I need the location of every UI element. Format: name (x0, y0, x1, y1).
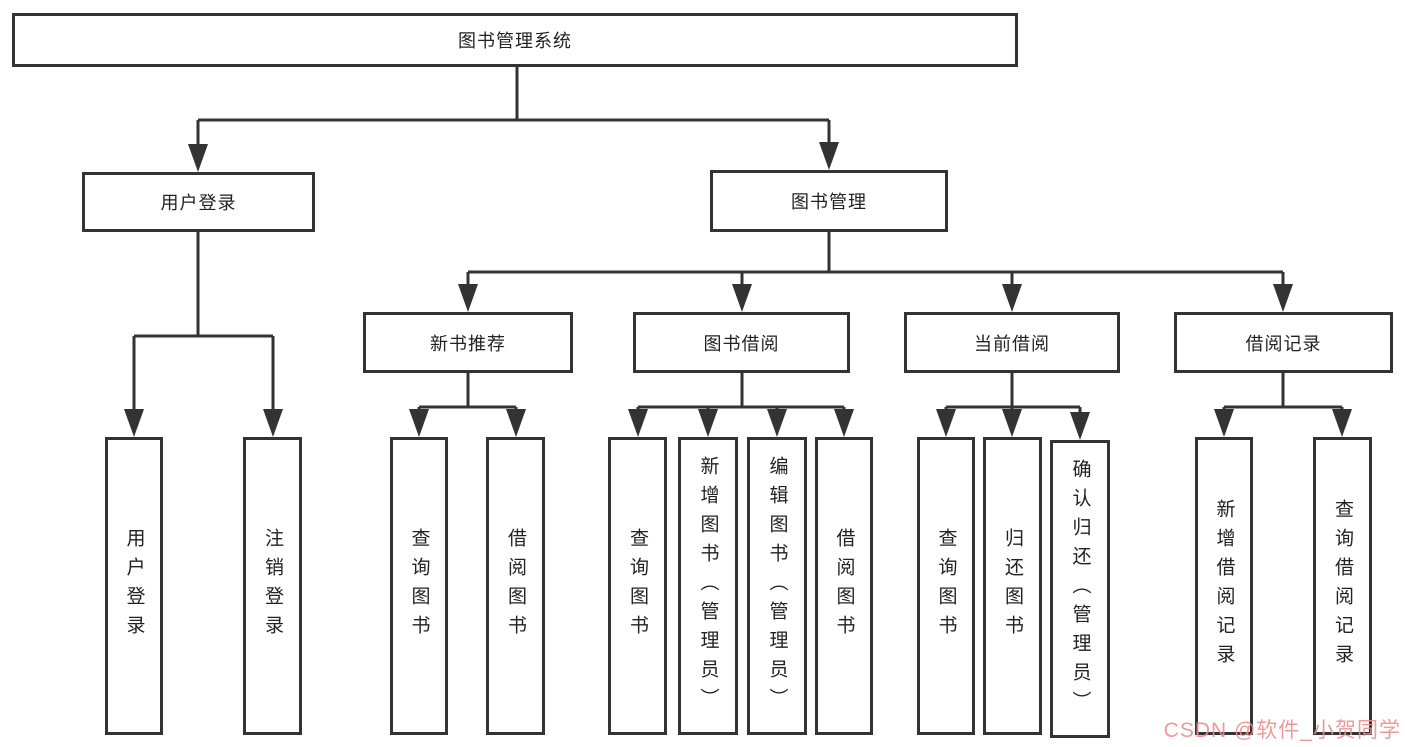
leaf-box-query-books-recommend: 查询图书 (390, 437, 448, 735)
leaf-label: 归还图书 (1002, 528, 1023, 644)
node-box-new-book-recommend: 新书推荐 (363, 312, 573, 373)
edge-root-split (196, 67, 831, 158)
leaf-label: 新增借阅记录 (1213, 499, 1235, 673)
node-label: 新书推荐 (430, 333, 506, 354)
csdn-watermark: CSDN @软件_小贺同学 (1163, 719, 1401, 742)
leaf-box-borrow-books-recommend: 借阅图书 (486, 437, 545, 735)
edge-newbook-split (417, 373, 518, 423)
leaf-box-confirm-return-admin: 确认归还（管理员） (1050, 440, 1110, 738)
edge-borrow-split (636, 373, 846, 423)
leaf-label: 编辑图书（管理员） (766, 455, 788, 717)
leaf-box-borrow-books: 借阅图书 (815, 437, 873, 735)
leaf-label: 查询借阅记录 (1332, 499, 1353, 673)
leaf-label: 新增图书（管理员） (697, 455, 719, 717)
leaf-box-query-books-borrowing: 查询图书 (608, 437, 667, 735)
leaf-box-logout: 注销登录 (243, 437, 302, 735)
leaf-label: 借阅图书 (833, 528, 855, 644)
node-box-borrowing-records: 借阅记录 (1174, 312, 1393, 373)
leaf-label: 借阅图书 (505, 528, 526, 644)
node-label: 图书管理 (791, 192, 867, 212)
node-box-current-borrowing: 当前借阅 (904, 312, 1120, 373)
edge-records-split (1222, 373, 1344, 423)
leaf-box-user-login: 用户登录 (105, 437, 163, 735)
node-box-book-management: 图书管理 (710, 170, 948, 232)
leaf-label: 查询图书 (627, 528, 648, 644)
node-label: 借阅记录 (1245, 333, 1322, 354)
arrowheads (124, 142, 1352, 440)
leaf-label: 注销登录 (262, 528, 283, 644)
leaf-box-add-books-admin: 新增图书（管理员） (678, 437, 738, 735)
node-box-system-root: 图书管理系统 (12, 13, 1018, 67)
leaf-box-query-borrow-record: 查询借阅记录 (1313, 437, 1372, 735)
node-box-user-login: 用户登录 (82, 172, 315, 232)
node-label: 图书借阅 (703, 333, 780, 354)
leaf-label: 查询图书 (408, 528, 430, 644)
leaf-box-edit-books-admin: 编辑图书（管理员） (747, 437, 807, 735)
leaf-label: 确认归还（管理员） (1069, 458, 1091, 720)
leaf-box-add-borrow-record: 新增借阅记录 (1195, 437, 1253, 735)
edge-userlogin-split (132, 232, 275, 423)
node-label: 用户登录 (160, 193, 237, 213)
leaf-label: 查询图书 (935, 528, 957, 644)
leaf-label: 用户登录 (123, 528, 145, 644)
node-box-book-borrowing: 图书借阅 (633, 312, 850, 373)
leaf-box-return-books: 归还图书 (983, 437, 1042, 735)
node-label: 图书管理系统 (458, 31, 572, 51)
node-label: 当前借阅 (974, 333, 1050, 354)
edge-bookmgmt-split (466, 232, 1285, 298)
leaf-box-query-books-current: 查询图书 (917, 437, 975, 735)
